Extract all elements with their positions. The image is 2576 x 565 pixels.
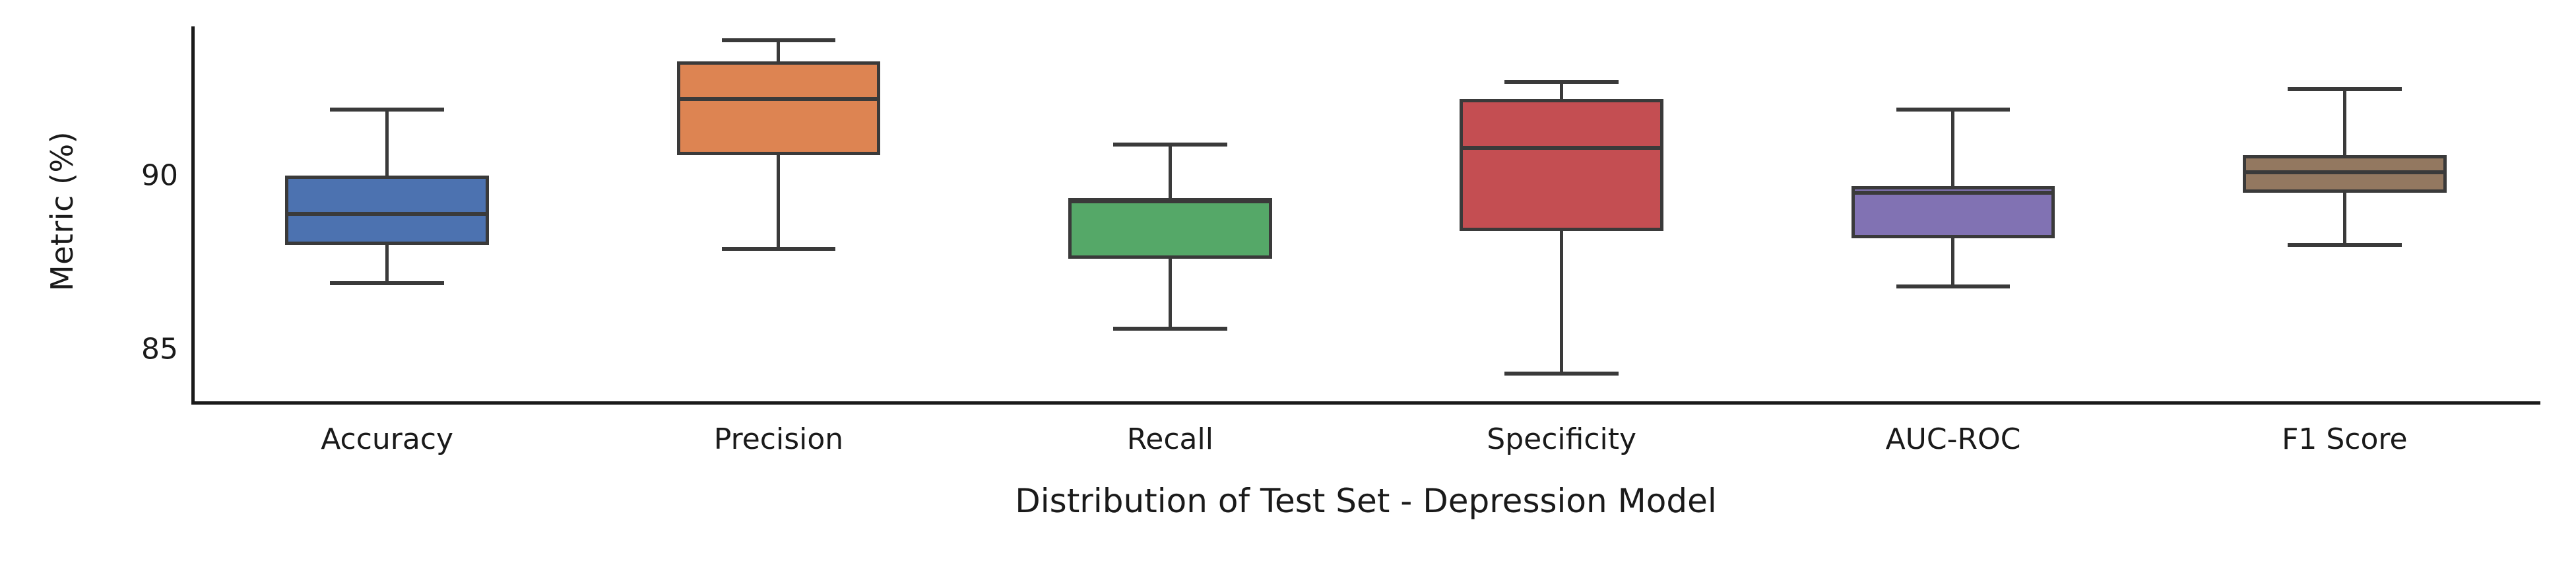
iqr-box[interactable] bbox=[1068, 199, 1272, 259]
upper-whisker bbox=[1168, 144, 1172, 200]
x-tick-label-auc-roc: AUC-ROC bbox=[1885, 422, 2021, 456]
upper-whisker-cap bbox=[1112, 142, 1227, 147]
box-plot-precision[interactable] bbox=[676, 26, 881, 405]
lower-whisker bbox=[1560, 231, 1564, 374]
upper-whisker-cap bbox=[721, 38, 836, 43]
y-axis-tick-labels: 90 85 bbox=[73, 0, 178, 565]
x-tick-label-precision: Precision bbox=[713, 422, 844, 456]
lower-whisker-cap bbox=[1504, 371, 1619, 376]
x-tick-label-specificity: Specificity bbox=[1487, 422, 1637, 456]
x-axis-title: Distribution of Test Set - Depression Mo… bbox=[1015, 482, 1717, 520]
y-axis-spine bbox=[191, 26, 195, 405]
upper-whisker bbox=[2342, 88, 2346, 155]
lower-whisker bbox=[1168, 259, 1172, 329]
lower-whisker-cap bbox=[1896, 284, 2011, 289]
upper-whisker-cap bbox=[1504, 80, 1619, 84]
lower-whisker-cap bbox=[721, 246, 836, 251]
x-tick-label-f1-score: F1 Score bbox=[2282, 422, 2408, 456]
x-tick-label-recall: Recall bbox=[1126, 422, 1213, 456]
median-line bbox=[1460, 146, 1663, 150]
iqr-box[interactable] bbox=[676, 61, 881, 155]
median-line bbox=[2243, 170, 2447, 174]
box-plot-accuracy[interactable] bbox=[285, 26, 489, 405]
upper-whisker bbox=[777, 40, 781, 61]
median-line bbox=[676, 97, 881, 102]
box-plot-recall[interactable] bbox=[1068, 26, 1272, 405]
plot-area bbox=[191, 26, 2540, 405]
iqr-box[interactable] bbox=[285, 176, 489, 246]
upper-whisker-cap bbox=[330, 108, 445, 112]
median-line bbox=[1068, 197, 1272, 202]
box-plot-specificity[interactable] bbox=[1460, 26, 1663, 405]
upper-whisker bbox=[385, 110, 389, 176]
box-plot-f1-score[interactable] bbox=[2243, 26, 2447, 405]
x-tick-label-accuracy: Accuracy bbox=[321, 422, 454, 456]
box-plot-auc-roc[interactable] bbox=[1851, 26, 2055, 405]
upper-whisker bbox=[1560, 82, 1564, 100]
x-axis-spine bbox=[191, 401, 2540, 405]
lower-whisker bbox=[2342, 193, 2346, 246]
lower-whisker bbox=[385, 245, 389, 284]
upper-whisker-cap bbox=[1896, 108, 2011, 112]
lower-whisker-cap bbox=[330, 281, 445, 286]
iqr-box[interactable] bbox=[1460, 99, 1663, 232]
y-tick-label: 90 bbox=[141, 158, 178, 193]
median-line bbox=[285, 212, 489, 216]
median-line bbox=[1851, 191, 2055, 195]
upper-whisker bbox=[1951, 110, 1955, 186]
lower-whisker bbox=[1951, 238, 1955, 287]
lower-whisker bbox=[777, 154, 781, 249]
lower-whisker-cap bbox=[1112, 326, 1227, 331]
upper-whisker-cap bbox=[2287, 86, 2402, 91]
lower-whisker-cap bbox=[2287, 243, 2402, 248]
y-tick-label: 85 bbox=[141, 332, 178, 366]
